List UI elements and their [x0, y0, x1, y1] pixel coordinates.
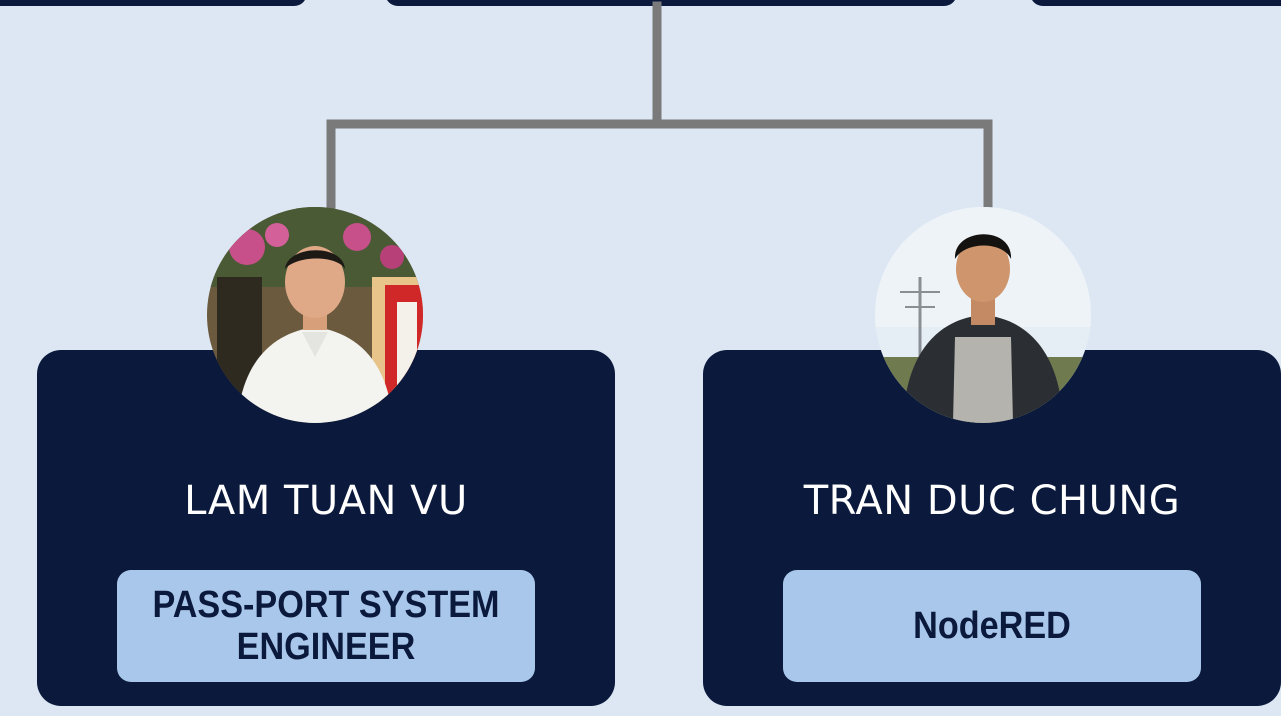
- role-badge: PASS-PORT SYSTEM ENGINEER: [117, 570, 535, 682]
- parent-box-center: [385, 0, 957, 6]
- member-name: LAM TUAN VU: [184, 478, 468, 524]
- role-label: NodeRED: [913, 605, 1071, 647]
- portrait-photo: [875, 207, 1091, 423]
- parent-box-left: [0, 0, 307, 6]
- connector-branch: [326, 119, 993, 220]
- parent-box-right: [1030, 0, 1281, 6]
- avatar-lam-tuan-vu: [207, 207, 423, 423]
- member-card-tran-duc-chung: TRAN DUC CHUNG NodeRED: [703, 350, 1281, 706]
- role-label: PASS-PORT SYSTEM ENGINEER: [152, 584, 500, 668]
- portrait-photo: [207, 207, 423, 423]
- member-name: TRAN DUC CHUNG: [803, 478, 1181, 524]
- avatar-tran-duc-chung: [875, 207, 1091, 423]
- role-badge: NodeRED: [783, 570, 1201, 682]
